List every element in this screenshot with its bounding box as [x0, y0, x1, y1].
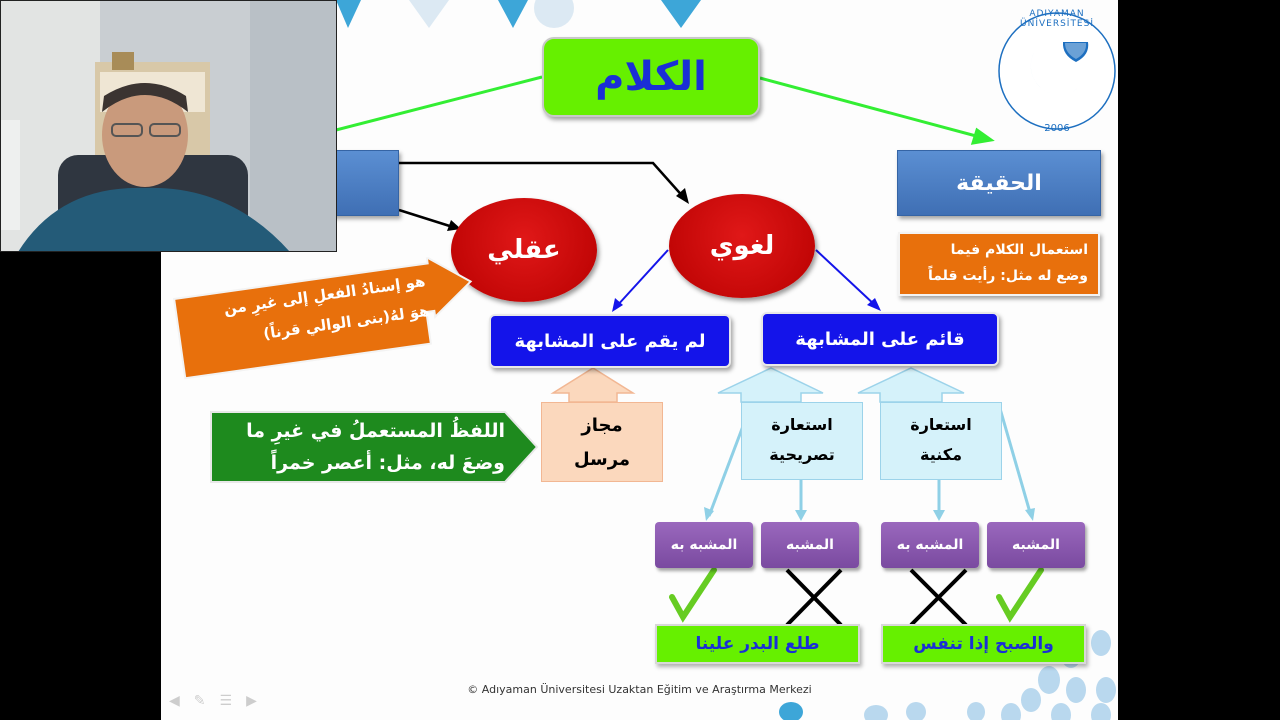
nav-pen-icon[interactable]: ✎ — [193, 693, 206, 709]
node-mushabbah-left: المشبه — [761, 522, 859, 568]
node-root-kalam: الكلام — [542, 37, 760, 117]
haqiqa-definition-line-1: استعمال الكلام فيما — [950, 242, 1088, 258]
cross-icon — [785, 568, 843, 627]
node-haqiqa: الحقيقة — [897, 150, 1101, 216]
majaz-definition-line-2: وضعَ له، مثل: أعصر خمراً — [270, 452, 505, 474]
node-istiara-makniya: استعارة مكنية — [880, 402, 1002, 480]
cross-icon — [909, 568, 968, 627]
majaz-mursal-line-2: مرسل — [573, 449, 631, 470]
majaz-definition-arrow: اللفظُ المستعملُ في غيرِ ما وضعَ له، مثل… — [209, 410, 539, 484]
istiara-tasrihiya-line-1: استعارة — [771, 415, 833, 434]
top-drops-decor — [336, 0, 701, 28]
node-majaz-mursal: مجاز مرسل — [541, 402, 663, 482]
haqiqa-definition-line-2: وضع له مثل: رأيت قلماً — [928, 268, 1088, 284]
example-right: والصبح إذا تنفس — [881, 624, 1086, 664]
node-lughawi: لغوي — [669, 194, 815, 298]
checkmark-icon — [996, 567, 1044, 623]
majaz-mursal-line-1: مجاز — [581, 415, 623, 436]
istiara-makniya-line-1: استعارة — [910, 415, 972, 434]
university-logo-icon: ADIYAMAN ÜNİVERSİTESİ 2006 — [993, 7, 1118, 135]
presentation-slide: ADIYAMAN ÜNİVERSİTESİ 2006 الكلام الحقيق… — [161, 0, 1118, 720]
up-arrow-shapes — [550, 367, 965, 403]
webcam-presenter-icon — [0, 0, 337, 252]
node-istiara-tasrihiya: استعارة تصريحية — [741, 402, 863, 480]
example-left: طلع البدر علينا — [655, 624, 860, 664]
node-mushabbah-bihi-right: المشبه به — [881, 522, 979, 568]
checkmark-icon — [669, 567, 717, 623]
logo-arc-text: ADIYAMAN ÜNİVERSİTESİ — [1020, 9, 1094, 29]
haqiqa-definition-callout: استعمال الكلام فيما وضع له مثل: رأيت قلم… — [898, 232, 1100, 296]
aqli-definition-callout: هو إسنادُ الفعلِ إلى غيرِ من هوَ لهُ(بنى… — [171, 252, 480, 381]
slide-nav-bar: ◀ ✎ ☰ ▶ — [169, 693, 284, 711]
node-not-based-on-similarity: لم يقم على المشابهة — [489, 314, 731, 368]
node-mushabbah-right: المشبه — [987, 522, 1085, 568]
majaz-definition-line-1: اللفظُ المستعملُ في غيرِ ما — [246, 420, 505, 442]
nav-prev-icon[interactable]: ◀ — [169, 693, 180, 709]
istiara-makniya-line-2: مكنية — [920, 445, 962, 464]
slide-footer: © Adıyaman Üniversitesi Uzaktan Eğitim v… — [467, 683, 812, 696]
nav-menu-icon[interactable]: ☰ — [219, 693, 233, 709]
istiara-tasrihiya-line-2: تصريحية — [769, 445, 835, 464]
node-mushabbah-bihi-left: المشبه به — [655, 522, 753, 568]
nav-next-icon[interactable]: ▶ — [246, 693, 257, 709]
node-aqli: عقلي — [451, 198, 597, 302]
logo-year: 2006 — [1044, 123, 1070, 134]
node-based-on-similarity: قائم على المشابهة — [761, 312, 999, 366]
